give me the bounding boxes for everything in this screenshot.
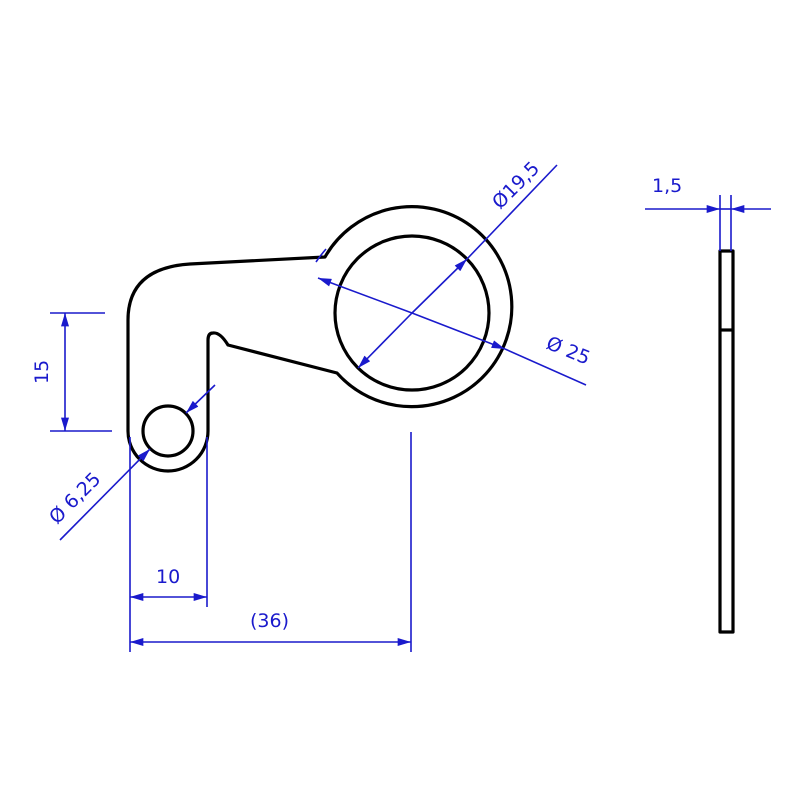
vertical-offset-label: 15 xyxy=(31,360,53,384)
large-hole-diameter-label: Ø19,5 xyxy=(488,157,544,213)
dimension-large-hole-diameter: Ø19,5 xyxy=(357,157,558,369)
overall-length-label: (36) xyxy=(250,610,289,632)
dimension-small-hole-offset: 10 xyxy=(129,437,208,652)
small-hole-diameter-label: Ø 6,25 xyxy=(45,468,105,528)
dimension-vertical-offset: 15 xyxy=(31,312,112,432)
part-side-view xyxy=(718,249,735,634)
dimension-overall-length: (36) xyxy=(129,432,412,652)
small-hole xyxy=(141,404,195,458)
small-hole-offset-label: 10 xyxy=(156,566,180,588)
side-view-outline xyxy=(718,249,735,634)
large-hole xyxy=(333,234,491,392)
thickness-label: 1,5 xyxy=(652,175,682,197)
part-outline xyxy=(126,205,514,473)
dimension-thickness: 1,5 xyxy=(645,175,771,251)
dimension-outer-ring-diameter: Ø 25 xyxy=(315,248,593,386)
outer-ring-diameter-label: Ø 25 xyxy=(543,332,593,369)
part-front-view xyxy=(126,205,514,473)
